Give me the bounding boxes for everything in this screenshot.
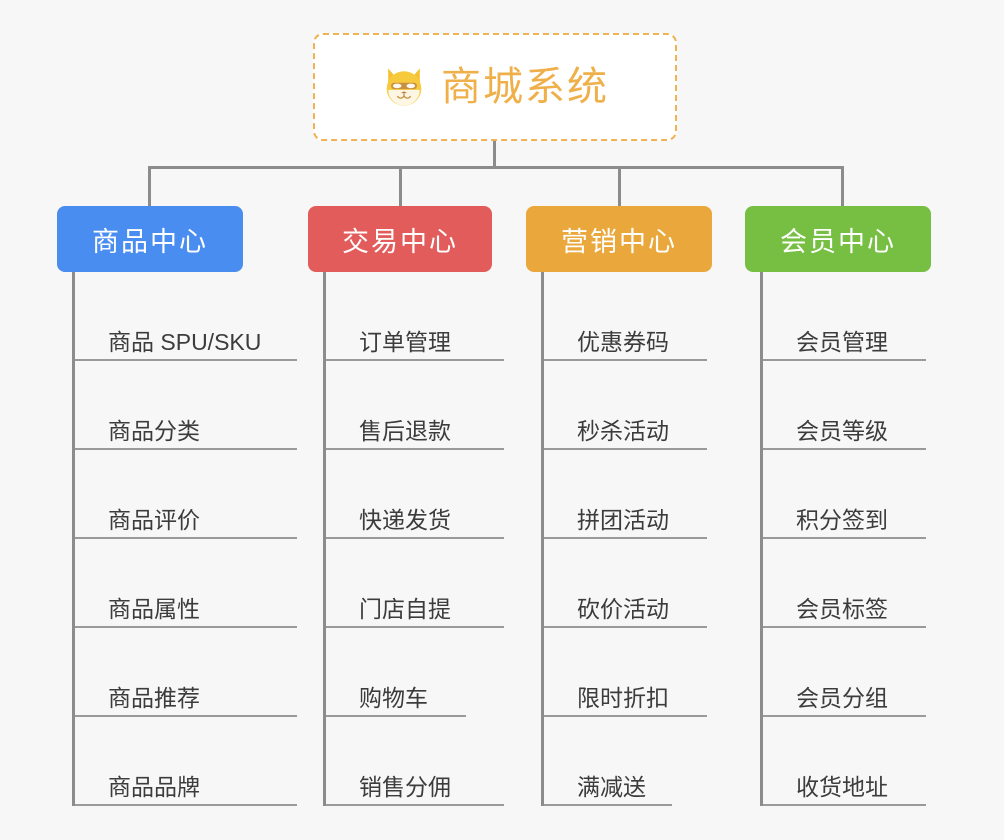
list-item[interactable]: 优惠券码: [544, 272, 712, 361]
list-item[interactable]: 商品 SPU/SKU: [75, 272, 297, 361]
leaf-label: 优惠券码: [577, 328, 669, 355]
leaf-label: 拼团活动: [577, 506, 669, 533]
root-title: 商城系统: [441, 65, 609, 109]
leaf-label: 商品分类: [108, 417, 200, 444]
connector-branch-3-stem: [841, 166, 844, 208]
leaf-underline: [326, 537, 504, 539]
connector-root-stem: [493, 141, 496, 168]
leaf-underline: [326, 448, 504, 450]
list-item[interactable]: 积分签到: [763, 450, 931, 539]
leaf-label: 商品推荐: [108, 684, 200, 711]
leaf-label: 售后退款: [359, 417, 451, 444]
list-item[interactable]: 满减送: [544, 717, 712, 806]
list-item[interactable]: 限时折扣: [544, 628, 712, 717]
list-item[interactable]: 会员等级: [763, 361, 931, 450]
leaf-label: 砍价活动: [577, 595, 669, 622]
leaf-underline: [326, 359, 504, 361]
leaf-label: 订单管理: [359, 328, 451, 355]
leaf-underline: [544, 448, 707, 450]
branch-header-label-0: 商品中心: [92, 226, 208, 257]
leaf-underline: [75, 804, 297, 806]
leaf-underline: [763, 537, 926, 539]
leaf-label: 商品品牌: [108, 773, 200, 800]
leaf-label: 会员分组: [796, 684, 888, 711]
branch-items-2: 优惠券码 秒杀活动 拼团活动 砍价活动 限时折扣 满减送: [541, 272, 712, 806]
list-item[interactable]: 会员管理: [763, 272, 931, 361]
leaf-underline: [763, 359, 926, 361]
leaf-label: 积分签到: [796, 506, 888, 533]
list-item[interactable]: 商品分类: [75, 361, 297, 450]
connector-branch-1-stem: [399, 166, 402, 208]
branch-营销中心: 营销中心 优惠券码 秒杀活动 拼团活动 砍价活动 限时折扣: [526, 206, 712, 806]
leaf-underline: [763, 715, 926, 717]
list-item[interactable]: 商品属性: [75, 539, 297, 628]
leaf-label: 销售分佣: [359, 773, 451, 800]
leaf-underline: [75, 359, 297, 361]
branch-header-0[interactable]: 商品中心: [57, 206, 243, 272]
leaf-label: 快递发货: [359, 506, 451, 533]
branch-items-1: 订单管理 售后退款 快递发货 门店自提 购物车 销售分佣: [323, 272, 504, 806]
leaf-underline: [75, 715, 297, 717]
leaf-label: 会员管理: [796, 328, 888, 355]
branch-header-1[interactable]: 交易中心: [308, 206, 492, 272]
list-item[interactable]: 收货地址: [763, 717, 931, 806]
list-item[interactable]: 商品品牌: [75, 717, 297, 806]
leaf-label: 商品 SPU/SKU: [108, 328, 262, 355]
list-item[interactable]: 商品评价: [75, 450, 297, 539]
list-item[interactable]: 会员分组: [763, 628, 931, 717]
branch-交易中心: 交易中心 订单管理 售后退款 快递发货 门店自提 购物车: [308, 206, 504, 806]
list-item[interactable]: 秒杀活动: [544, 361, 712, 450]
leaf-label: 限时折扣: [577, 684, 669, 711]
leaf-label: 商品属性: [108, 595, 200, 622]
branch-items-0: 商品 SPU/SKU 商品分类 商品评价 商品属性 商品推荐 商品品牌: [72, 272, 297, 806]
leaf-underline: [544, 715, 707, 717]
leaf-underline: [763, 804, 926, 806]
dog-face-icon: [386, 68, 422, 106]
list-item[interactable]: 销售分佣: [326, 717, 504, 806]
leaf-label: 门店自提: [359, 595, 451, 622]
list-item[interactable]: 快递发货: [326, 450, 504, 539]
leaf-label: 商品评价: [108, 506, 200, 533]
leaf-underline: [75, 537, 297, 539]
leaf-underline: [763, 626, 926, 628]
branch-header-label-3: 会员中心: [780, 226, 896, 257]
list-item[interactable]: 购物车: [326, 628, 492, 717]
list-item[interactable]: 售后退款: [326, 361, 504, 450]
branch-items-3: 会员管理 会员等级 积分签到 会员标签 会员分组 收货地址: [760, 272, 931, 806]
list-item[interactable]: 拼团活动: [544, 450, 712, 539]
leaf-underline: [544, 626, 707, 628]
leaf-label: 会员标签: [796, 595, 888, 622]
root-node[interactable]: 商城系统: [313, 33, 677, 141]
leaf-underline: [326, 804, 504, 806]
branch-header-label-2: 营销中心: [561, 226, 677, 257]
branch-会员中心: 会员中心 会员管理 会员等级 积分签到 会员标签 会员分组: [745, 206, 931, 806]
leaf-label: 会员等级: [796, 417, 888, 444]
leaf-underline: [544, 359, 707, 361]
branch-header-3[interactable]: 会员中心: [745, 206, 931, 272]
list-item[interactable]: 砍价活动: [544, 539, 712, 628]
leaf-underline: [544, 804, 672, 806]
leaf-label: 满减送: [577, 773, 646, 800]
leaf-underline: [326, 626, 504, 628]
connector-branch-2-stem: [618, 166, 621, 208]
connector-horizontal-bus: [148, 166, 844, 169]
connector-branch-0-stem: [148, 166, 151, 208]
list-item[interactable]: 商品推荐: [75, 628, 297, 717]
list-item[interactable]: 门店自提: [326, 539, 504, 628]
leaf-underline: [75, 448, 297, 450]
list-item[interactable]: 订单管理: [326, 272, 504, 361]
list-item[interactable]: 会员标签: [763, 539, 931, 628]
branch-header-2[interactable]: 营销中心: [526, 206, 712, 272]
leaf-underline: [326, 715, 466, 717]
leaf-label: 购物车: [359, 684, 428, 711]
leaf-underline: [544, 537, 707, 539]
branch-商品中心: 商品中心 商品 SPU/SKU 商品分类 商品评价 商品属性 商品推荐: [57, 206, 297, 806]
leaf-underline: [763, 448, 926, 450]
leaf-label: 秒杀活动: [577, 417, 669, 444]
leaf-label: 收货地址: [796, 773, 888, 800]
leaf-underline: [75, 626, 297, 628]
branch-header-label-1: 交易中心: [342, 226, 458, 257]
